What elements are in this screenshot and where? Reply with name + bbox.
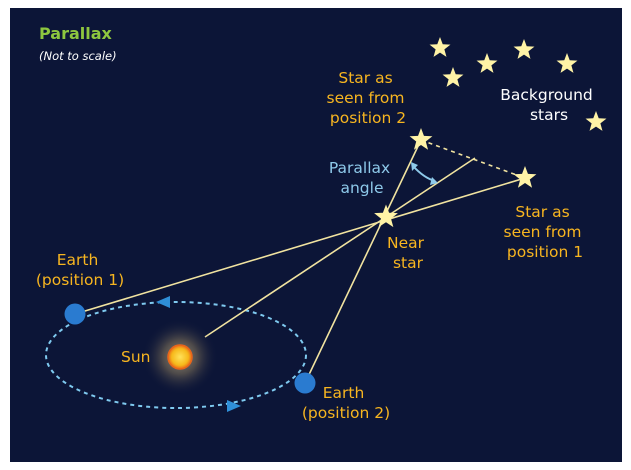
diagram-background [10, 8, 622, 462]
line-earth2-to-star-pos2 [304, 139, 422, 384]
label-earth-position-2: Earth (position 2) [302, 384, 390, 422]
label-parallax-angle-line-2: angle [340, 179, 383, 197]
label-earth-position-1-line-2: (position 1) [36, 271, 124, 289]
background-star-icon [556, 53, 578, 73]
label-parallax-angle: Parallax angle [329, 159, 395, 197]
stars-layer [374, 37, 607, 228]
orbit-arrowhead-top-icon [156, 296, 170, 308]
label-star-position-2-line-3: position 2 [330, 109, 406, 127]
sight-lines [74, 139, 526, 384]
label-earth-position-1-line-1: Earth [57, 251, 99, 269]
label-parallax-angle-line-1: Parallax [329, 159, 390, 177]
earth-position-2-icon [294, 372, 316, 394]
label-star-position-2: Star as seen from position 2 [327, 69, 410, 127]
label-earth-position-1: Earth (position 1) [36, 251, 124, 289]
label-earth-position-2-line-2: (position 2) [302, 404, 390, 422]
background-star-icon [513, 39, 535, 59]
diagram-title: Parallax [39, 24, 113, 43]
line-earth1-to-star-pos1 [74, 177, 526, 315]
orbit-arrowhead-bottom-icon [227, 400, 241, 412]
label-star-position-2-line-1: Star as [338, 69, 392, 87]
earth-position-1-icon [64, 303, 86, 325]
label-star-position-2-line-2: seen from [327, 89, 405, 107]
label-star-position-1-line-3: position 1 [507, 243, 583, 261]
background-star-icon [429, 37, 451, 57]
background-star-icon [585, 111, 607, 131]
line-sun-to-baseline [204, 157, 476, 338]
angle-arrowhead-b [430, 177, 438, 185]
label-earth-position-2-line-1: Earth [323, 384, 365, 402]
diagram-subtitle: (Not to scale) [39, 49, 117, 63]
star-position-1-icon [513, 166, 537, 188]
earth-orbit [45, 301, 307, 409]
label-near-star: Near star [387, 234, 429, 272]
near-star-icon [374, 204, 398, 228]
label-star-position-1-line-1: Star as [515, 203, 569, 221]
label-near-star-line-2: star [393, 254, 424, 272]
sun-icon [167, 344, 193, 370]
angle-arrowhead-a [411, 162, 418, 171]
label-background-stars-line-2: stars [530, 106, 568, 124]
background-star-icon [476, 53, 498, 73]
line-between-apparent-positions [420, 139, 526, 179]
label-background-stars-line-1: Background [500, 86, 592, 104]
label-near-star-line-1: Near [387, 234, 425, 252]
star-position-2-icon [409, 128, 433, 150]
background-star-icon [442, 67, 464, 87]
label-star-position-1: Star as seen from position 1 [504, 203, 587, 261]
label-sun: Sun [121, 348, 151, 366]
label-star-position-1-line-2: seen from [504, 223, 582, 241]
label-background-stars: Background stars [500, 86, 597, 124]
